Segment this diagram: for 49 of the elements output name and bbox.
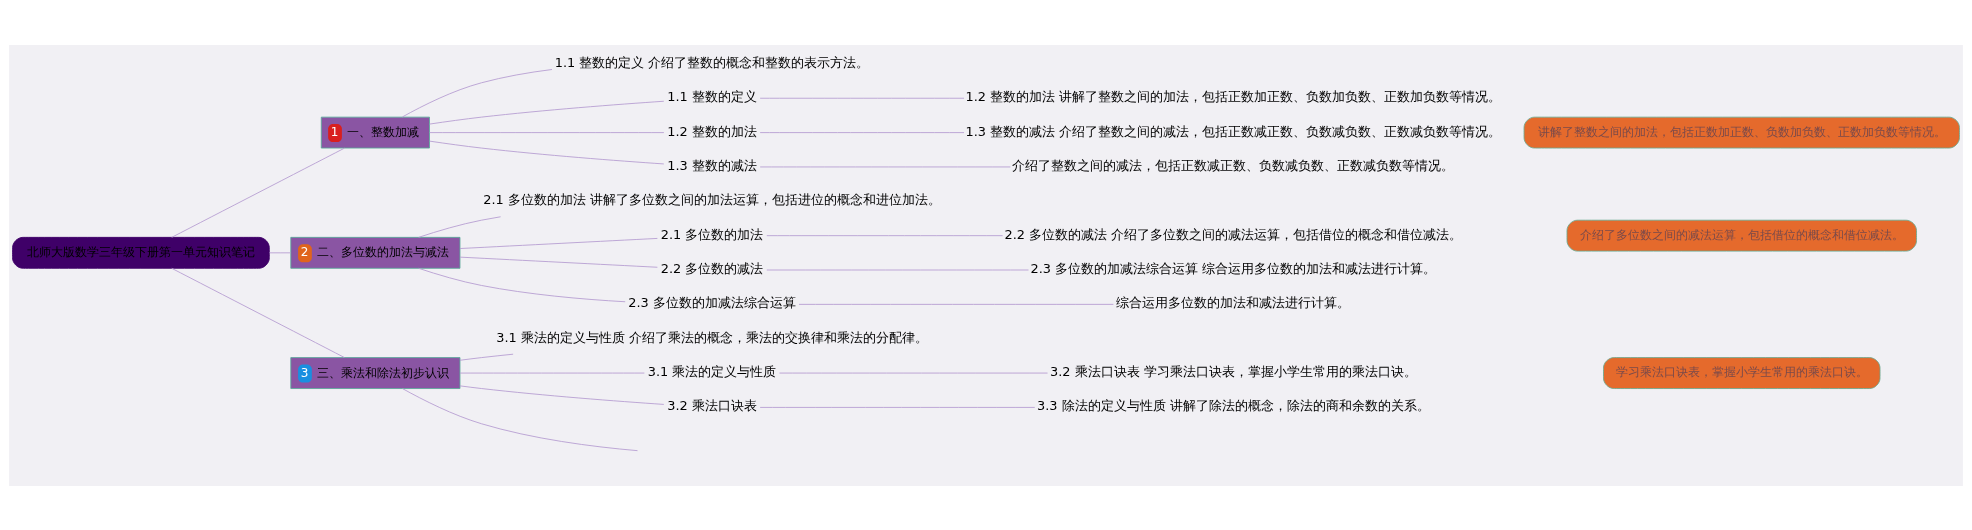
node-text: 2.3 多位数的加减法综合运算 综合运用多位数的加法和减法进行计算。 bbox=[1030, 260, 1437, 276]
connector bbox=[459, 353, 514, 361]
node-text: 3.2 乘法口诀表 bbox=[667, 397, 757, 413]
node-text: 1.1 整数的定义 bbox=[667, 88, 757, 104]
connector bbox=[798, 303, 1114, 305]
connector bbox=[402, 68, 553, 117]
connector bbox=[429, 100, 665, 124]
node-text: 1.3 整数的减法 介绍了整数之间的减法，包括正数减正数、负数减负数、正数减负数等情况。 bbox=[965, 123, 1502, 139]
connector bbox=[171, 267, 345, 358]
node-box: 2 二、多位数的加法与减法 bbox=[290, 236, 461, 269]
connector bbox=[459, 256, 658, 268]
connector bbox=[759, 166, 1011, 167]
node-text: 3.1 乘法的定义与性质 bbox=[647, 363, 777, 379]
node-box: 讲解了整数之间的加法，包括正数加正数、负数加负数、正数加负数等情况。 bbox=[1523, 116, 1960, 148]
node-text: 1.2 整数的加法 bbox=[667, 123, 757, 139]
node-text: 2.1 多位数的加法 讲解了多位数之间的加法运算，包括进位的概念和进位加法。 bbox=[483, 191, 941, 207]
connector bbox=[459, 237, 658, 249]
node-text: 1.1 整数的定义 介绍了整数的概念和整数的表示方法。 bbox=[554, 54, 870, 70]
node-box: 学习乘法口诀表，掌握小学生常用的乘法口诀。 bbox=[1603, 356, 1881, 389]
node-text: 2.3 多位数的加减法综合运算 bbox=[628, 294, 796, 310]
node-text: 3.3 除法的定义与性质 讲解了除法的概念，除法的商和余数的关系。 bbox=[1037, 397, 1430, 413]
connector bbox=[402, 387, 638, 451]
node-box: 1 一、整数加减 bbox=[320, 116, 430, 148]
node-text: 介绍了整数之间的减法，包括正数减正数、负数减负数、正数减负数等情况。 bbox=[1012, 157, 1455, 173]
node-box: 介绍了多位数之间的减法运算，包括借位的概念和借位减法。 bbox=[1566, 219, 1917, 252]
node-text: 3.2 乘法口诀表 学习乘法口诀表，掌握小学生常用的乘法口诀。 bbox=[1050, 363, 1417, 379]
connector bbox=[418, 215, 502, 238]
connector bbox=[459, 384, 665, 405]
node-text: 2.1 多位数的加法 bbox=[660, 226, 764, 242]
connector bbox=[759, 406, 1036, 408]
node-text: 综合运用多位数的加法和减法进行计算。 bbox=[1116, 294, 1351, 310]
node-text: 1.3 整数的减法 bbox=[667, 157, 757, 173]
connector bbox=[779, 372, 1048, 373]
connector bbox=[171, 147, 345, 238]
connector bbox=[429, 140, 665, 164]
connector bbox=[766, 234, 1004, 236]
node-text: 3.1 乘法的定义与性质 介绍了乘法的概念，乘法的交换律和乘法的分配律。 bbox=[496, 329, 928, 345]
node-box: 北师大版数学三年级下册第一单元知识笔记 bbox=[12, 236, 270, 269]
connector bbox=[268, 251, 292, 253]
connector bbox=[429, 131, 665, 133]
connector bbox=[459, 372, 645, 373]
node-box: 3 三、乘法和除法初步认识 bbox=[290, 356, 461, 389]
connector bbox=[418, 267, 626, 302]
connector bbox=[766, 269, 1029, 270]
node-text: 1.2 整数的加法 讲解了整数之间的加法，包括正数加正数、负数加负数、正数加负数等情况。 bbox=[965, 88, 1502, 104]
connector bbox=[759, 97, 965, 99]
node-text: 2.2 多位数的减法 bbox=[660, 260, 764, 276]
connector bbox=[759, 131, 965, 133]
node-text: 2.2 多位数的减法 介绍了多位数之间的减法运算，包括借位的概念和借位减法。 bbox=[1004, 226, 1463, 242]
